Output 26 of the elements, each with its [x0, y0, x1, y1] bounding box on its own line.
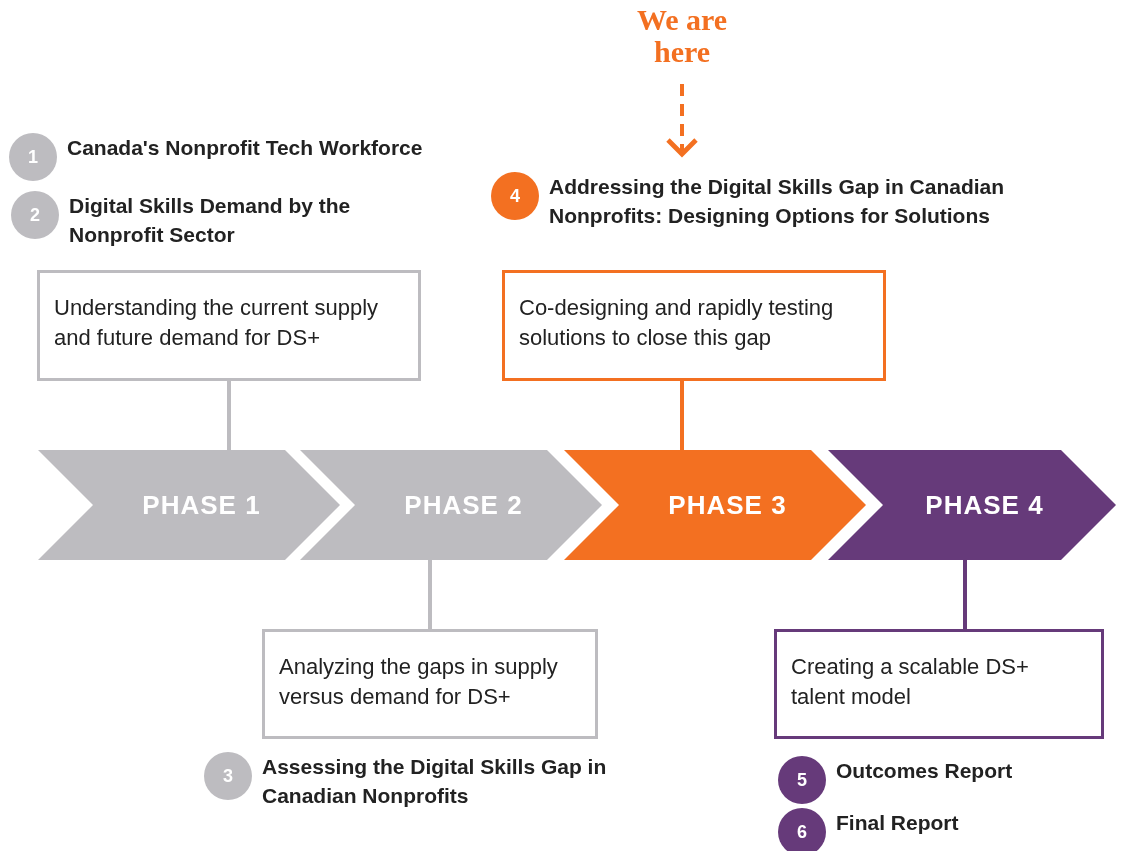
connector-line [227, 381, 231, 450]
phase-description: Understanding the current supply and future demand for DS+ [37, 270, 421, 381]
phase-banner: PHASE 1 [38, 450, 340, 560]
report-title: Digital Skills Demand by the Nonprofit Sector [69, 193, 352, 248]
step-number: 1 [9, 133, 57, 181]
step-number: 2 [11, 191, 59, 239]
report-title: Outcomes Report [836, 758, 1014, 784]
step-number: 4 [491, 172, 539, 220]
report-title: Addressing the Digital Skills Gap in Canadian Nonprofits: Designing Options for Solutions [549, 174, 1006, 229]
phase-banner: PHASE 3 [564, 450, 866, 560]
connector-line [428, 560, 432, 629]
report-title: Canada's Nonprofit Tech Workforce [67, 135, 424, 161]
phase-description: Creating a scalable DS+ talent model [774, 629, 1104, 739]
phase-description: Analyzing the gaps in supply versus demand for DS+ [262, 629, 598, 739]
phase-description: Co-designing and rapidly testing solutions to close this gap [502, 270, 886, 381]
report-title: Final Report [836, 810, 960, 836]
step-number: 5 [778, 756, 826, 804]
phase-banner: PHASE 4 [828, 450, 1116, 560]
step-number: 6 [778, 808, 826, 851]
status-note: We are here [622, 4, 742, 76]
report-title: Assessing the Digital Skills Gap in Canadian Nonprofits [262, 754, 608, 809]
connector-line [680, 381, 684, 450]
step-number: 3 [204, 752, 252, 800]
phase-banner: PHASE 2 [300, 450, 602, 560]
arrow [665, 84, 699, 157]
connector-line [963, 560, 967, 629]
